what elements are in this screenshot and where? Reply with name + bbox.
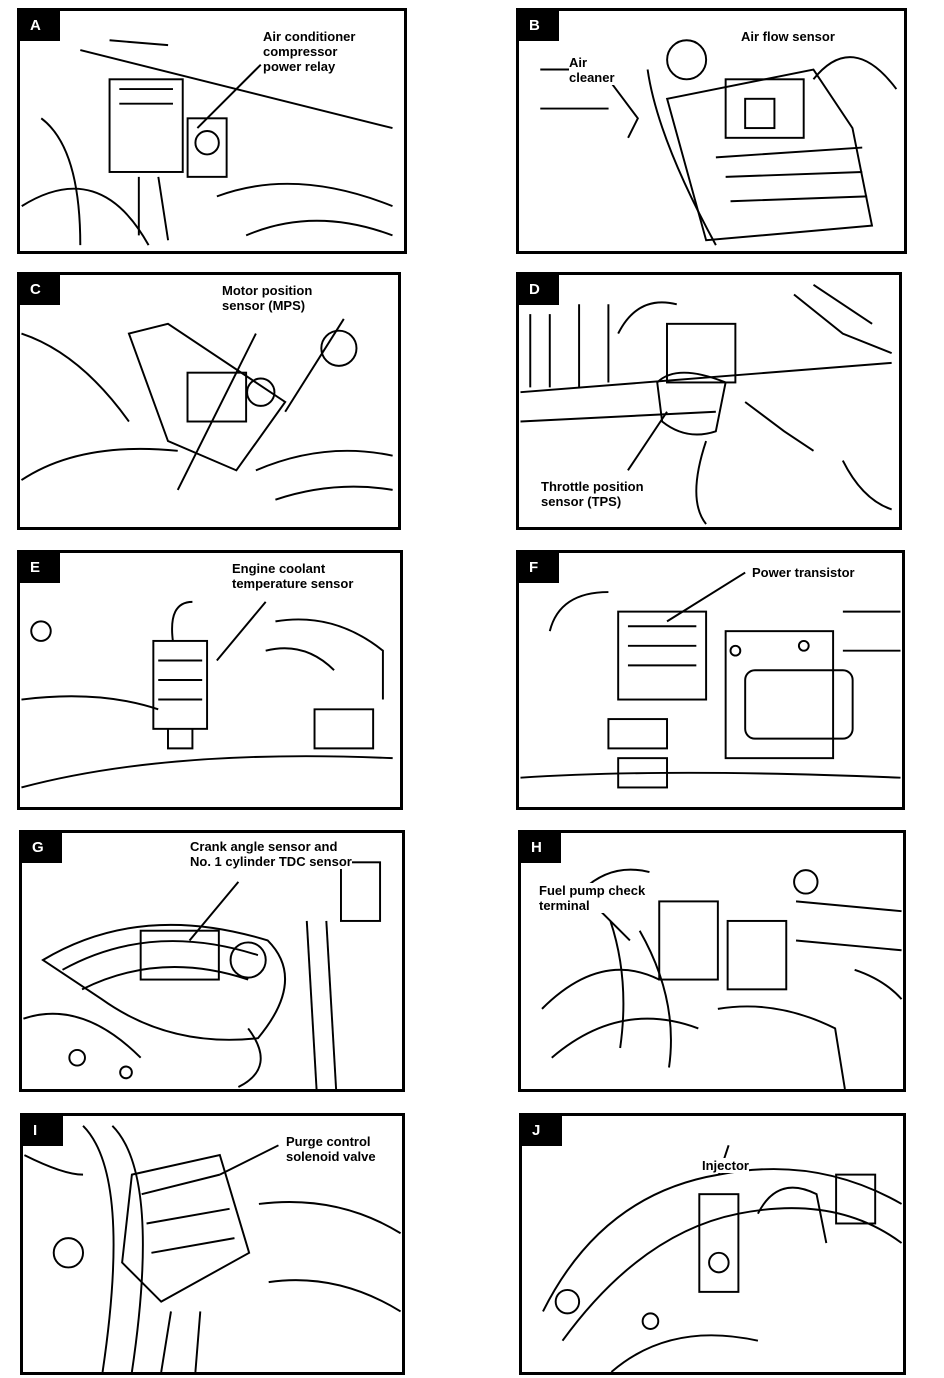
panel-b: B Air flow sensor Air cleaner xyxy=(516,8,907,254)
callout-label: Engine coolant temperature sensor xyxy=(232,561,354,591)
panel-letter: D xyxy=(519,275,559,305)
panel-letter: B xyxy=(519,11,559,41)
callout-label: Air flow sensor xyxy=(741,29,835,44)
callout-label: Purge control solenoid valve xyxy=(286,1134,376,1164)
callout-label: Motor position sensor (MPS) xyxy=(222,283,313,313)
engine-illustration-f xyxy=(520,571,901,789)
engine-illustration-j xyxy=(542,1145,903,1372)
callout-label-secondary: Air cleaner xyxy=(569,55,615,85)
panel-h: H Fuel pump check terminal xyxy=(518,830,906,1092)
panel-letter: A xyxy=(20,11,60,41)
panel-e: E Engine coolant temperature sensor xyxy=(17,550,403,810)
engine-illustration-a xyxy=(21,39,393,246)
panel-letter: E xyxy=(20,553,60,583)
panel-letter: J xyxy=(522,1116,562,1146)
panel-letter: I xyxy=(23,1116,63,1146)
engine-illustration-b xyxy=(540,39,898,246)
panel-g: G Crank angle sensor and No. 1 cylinder … xyxy=(19,830,405,1092)
panel-letter: G xyxy=(22,833,62,863)
engine-illustration-d xyxy=(520,283,893,525)
engine-illustration-i xyxy=(23,1125,402,1372)
panel-a: A Air conditioner compressor power relay xyxy=(17,8,407,254)
panel-letter: F xyxy=(519,553,559,583)
panel-f: F Power transistor xyxy=(516,550,905,810)
engine-illustration-g xyxy=(23,861,382,1089)
panel-d: D Throttle position sensor (TPS) xyxy=(516,272,902,530)
engine-illustration-e xyxy=(21,600,393,789)
engine-illustration-h xyxy=(541,868,903,1089)
callout-label: Injector xyxy=(702,1158,749,1173)
callout-label: Air conditioner compressor power relay xyxy=(263,29,356,74)
panel-letter: H xyxy=(521,833,561,863)
callout-label: Power transistor xyxy=(752,565,855,580)
callout-label: Throttle position sensor (TPS) xyxy=(541,479,644,509)
panel-j: J Injector xyxy=(519,1113,906,1375)
panel-letter: C xyxy=(20,275,60,305)
engine-illustration-c xyxy=(20,318,393,501)
panel-c: C Motor position sensor (MPS) xyxy=(17,272,401,530)
panel-i: I Purge control solenoid valve xyxy=(20,1113,405,1375)
callout-label: Fuel pump check terminal xyxy=(539,883,646,913)
callout-label: Crank angle sensor and No. 1 cylinder TD… xyxy=(190,839,352,869)
